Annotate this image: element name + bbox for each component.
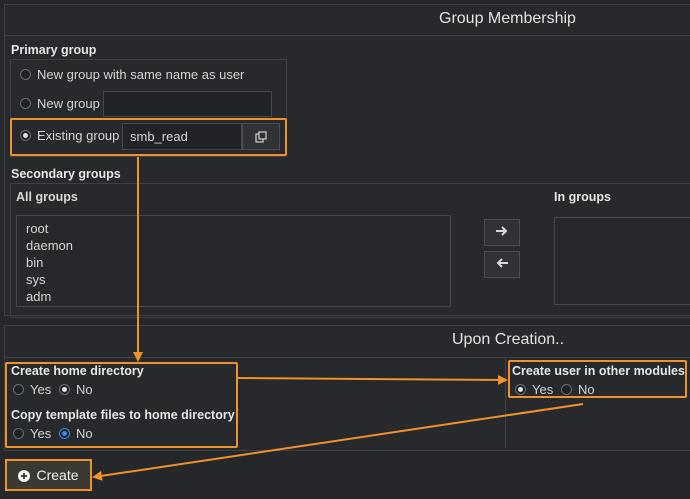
radio-copy-template-yes[interactable] (13, 428, 24, 439)
all-groups-list[interactable]: root daemon bin sys adm (16, 215, 451, 307)
radio-new-group[interactable] (20, 98, 31, 109)
other-modules-no-label: No (578, 382, 595, 397)
arrow-left-icon (495, 257, 509, 272)
upon-creation-title: Upon Creation.. (452, 331, 565, 348)
radio-create-home-yes[interactable] (13, 384, 24, 395)
other-modules-yes-label: Yes (532, 382, 554, 397)
group-membership-header-divider (4, 35, 690, 36)
copy-template-label: Copy template files to home directory (11, 408, 235, 422)
plus-circle-icon (18, 469, 31, 482)
radio-other-modules-yes[interactable] (515, 384, 526, 395)
create-button[interactable]: Create (5, 459, 92, 491)
existing-group-input[interactable]: smb_read (122, 123, 242, 150)
copy-icon (255, 130, 267, 143)
create-button-label: Create (36, 467, 79, 483)
radio-new-same-name[interactable] (20, 69, 31, 80)
radio-create-home-no[interactable] (59, 384, 70, 395)
secondary-groups-label: Secondary groups (11, 167, 121, 181)
list-item-bin[interactable]: bin (26, 255, 44, 270)
all-groups-label: All groups (16, 190, 78, 204)
existing-group-label: Existing group (37, 128, 120, 143)
list-item-adm[interactable]: adm (26, 289, 52, 304)
secondary-groups-box (10, 183, 690, 318)
add-to-groups-button[interactable] (484, 219, 520, 246)
new-same-name-label: New group with same name as user (37, 67, 245, 82)
new-group-input[interactable] (103, 91, 272, 117)
arrow-right-icon (495, 225, 509, 240)
list-item-sys[interactable]: sys (26, 272, 46, 287)
remove-from-groups-button[interactable] (484, 251, 520, 278)
copy-template-no-label: No (76, 426, 93, 441)
copy-template-yes-label: Yes (30, 426, 52, 441)
new-group-label: New group (37, 96, 100, 111)
other-modules-label: Create user in other modules (512, 364, 685, 378)
group-chooser-button[interactable] (242, 123, 280, 150)
list-item-root[interactable]: root (26, 221, 49, 236)
in-groups-list[interactable] (554, 217, 690, 305)
primary-group-label: Primary group (11, 43, 97, 57)
list-item-daemon[interactable]: daemon (26, 238, 73, 253)
primary-group-options-box (10, 59, 287, 157)
in-groups-label: In groups (554, 190, 611, 204)
group-membership-title: Group Membership (439, 10, 576, 27)
create-home-yes-label: Yes (30, 382, 52, 397)
create-home-label: Create home directory (11, 364, 144, 378)
radio-existing-group[interactable] (20, 130, 31, 141)
upon-creation-column-divider (505, 358, 506, 448)
create-home-no-label: No (76, 382, 93, 397)
upon-creation-header-divider (4, 357, 690, 358)
radio-other-modules-no[interactable] (561, 384, 572, 395)
radio-copy-template-no[interactable] (59, 428, 70, 439)
